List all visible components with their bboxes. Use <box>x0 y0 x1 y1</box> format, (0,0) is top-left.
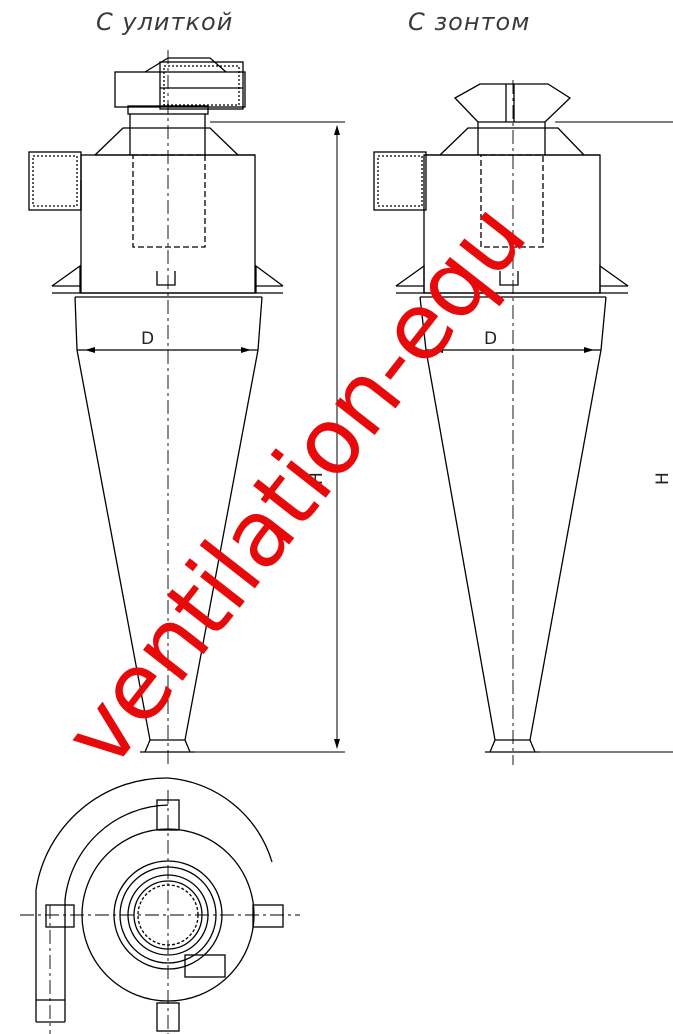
left-diameter-label: D <box>141 329 154 349</box>
right-height-label: H <box>653 472 673 485</box>
cyclone-plan-view <box>35 777 284 1032</box>
right-diameter-label: D <box>484 329 497 349</box>
volute-outlet <box>114 57 246 115</box>
caption-with-umbrella: С зонтом <box>408 8 531 36</box>
left-height-label: H <box>307 472 327 485</box>
cyclone-with-umbrella <box>373 83 629 753</box>
caption-with-volute: С улиткой <box>96 8 234 36</box>
